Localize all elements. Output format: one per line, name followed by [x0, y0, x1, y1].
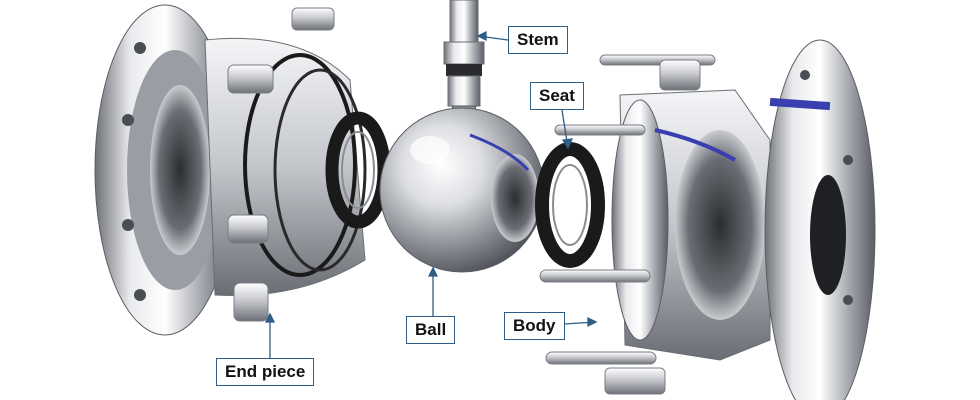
- leader-lines: [264, 30, 598, 358]
- end-piece-part: [94, 4, 367, 336]
- ball-callout: Ball: [406, 316, 456, 344]
- seat-leader-arrow: [561, 138, 574, 150]
- end-piece-callout: End piece: [216, 358, 315, 386]
- right-flange-part: [764, 39, 876, 400]
- right-seat-ring: [535, 142, 605, 268]
- seat-callout: Seat: [530, 82, 584, 110]
- stem-leader-arrow: [476, 30, 487, 42]
- body-callout: Body: [504, 312, 565, 340]
- body-part: [539, 54, 771, 395]
- ball-leader-arrow: [427, 266, 439, 277]
- end-piece-leader-arrow: [264, 312, 276, 323]
- body-leader-arrow: [587, 316, 598, 328]
- stem-part: [443, 0, 485, 127]
- ball-part: [379, 107, 545, 273]
- stem-callout: Stem: [508, 26, 568, 54]
